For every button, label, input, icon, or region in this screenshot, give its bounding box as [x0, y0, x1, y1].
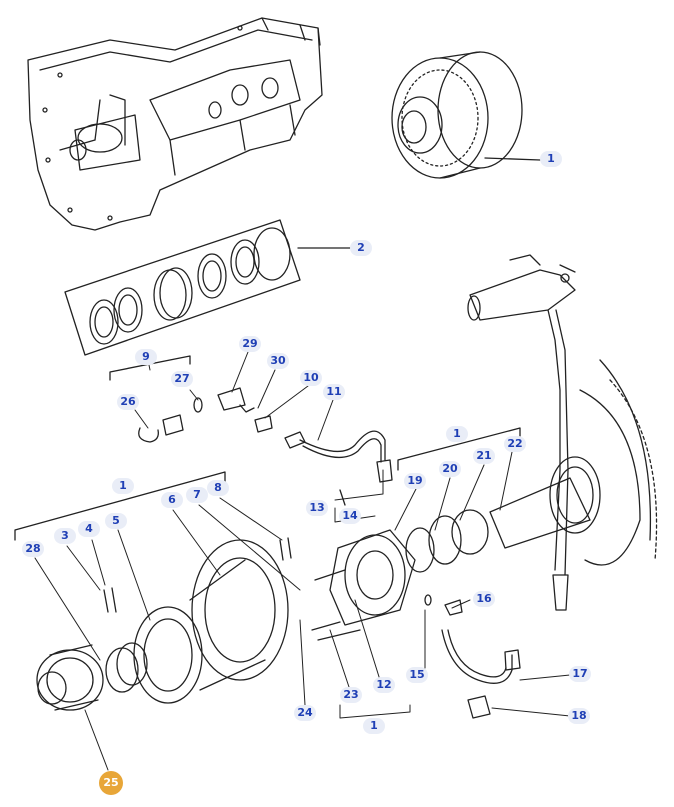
callout-1[interactable]: 1: [540, 151, 562, 167]
leader-lines: [34, 159, 571, 771]
callout-28[interactable]: 28: [22, 541, 44, 557]
callout-9[interactable]: 9: [135, 349, 157, 365]
callout-8[interactable]: 8: [207, 480, 229, 496]
callout-23[interactable]: 23: [340, 687, 362, 703]
callout-14[interactable]: 14: [339, 508, 361, 524]
callout-16[interactable]: 16: [473, 591, 495, 607]
callout-18[interactable]: 18: [568, 708, 590, 724]
callout-25-selected[interactable]: 25: [99, 771, 123, 795]
callout-22[interactable]: 22: [504, 436, 526, 452]
callout-19[interactable]: 19: [404, 473, 426, 489]
callout-13[interactable]: 13: [306, 500, 328, 516]
callout-3[interactable]: 3: [54, 528, 76, 544]
callout-27[interactable]: 27: [171, 371, 193, 387]
callout-24[interactable]: 24: [294, 705, 316, 721]
callout-30[interactable]: 30: [267, 353, 289, 369]
callout-26[interactable]: 26: [117, 394, 139, 410]
callout-29[interactable]: 29: [239, 336, 261, 352]
callout-17[interactable]: 17: [569, 666, 591, 682]
gearbox-housing-drawing: [27, 17, 323, 231]
slave-cylinder-drawing: [467, 254, 658, 611]
callout-21[interactable]: 21: [473, 448, 495, 464]
callout-10[interactable]: 10: [300, 370, 322, 386]
bearing-assembly-drawing: [14, 471, 346, 711]
callout-5[interactable]: 5: [105, 513, 127, 529]
torque-converter-drawing: [391, 51, 541, 179]
callout-1[interactable]: 1: [446, 426, 468, 442]
callout-11[interactable]: 11: [323, 384, 345, 400]
callout-20[interactable]: 20: [439, 461, 461, 477]
callout-1[interactable]: 1: [363, 718, 385, 734]
callout-4[interactable]: 4: [78, 521, 100, 537]
callout-2[interactable]: 2: [350, 240, 372, 256]
fittings-drawing: [109, 355, 393, 483]
callout-12[interactable]: 12: [373, 677, 395, 693]
callout-15[interactable]: 15: [406, 667, 428, 683]
callout-6[interactable]: 6: [161, 492, 183, 508]
callout-1[interactable]: 1: [112, 478, 134, 494]
pipes-drawing: [424, 594, 521, 719]
seal-kit-drawing: [64, 219, 351, 356]
guide-tube-drawing: [311, 427, 601, 641]
callout-7[interactable]: 7: [186, 487, 208, 503]
